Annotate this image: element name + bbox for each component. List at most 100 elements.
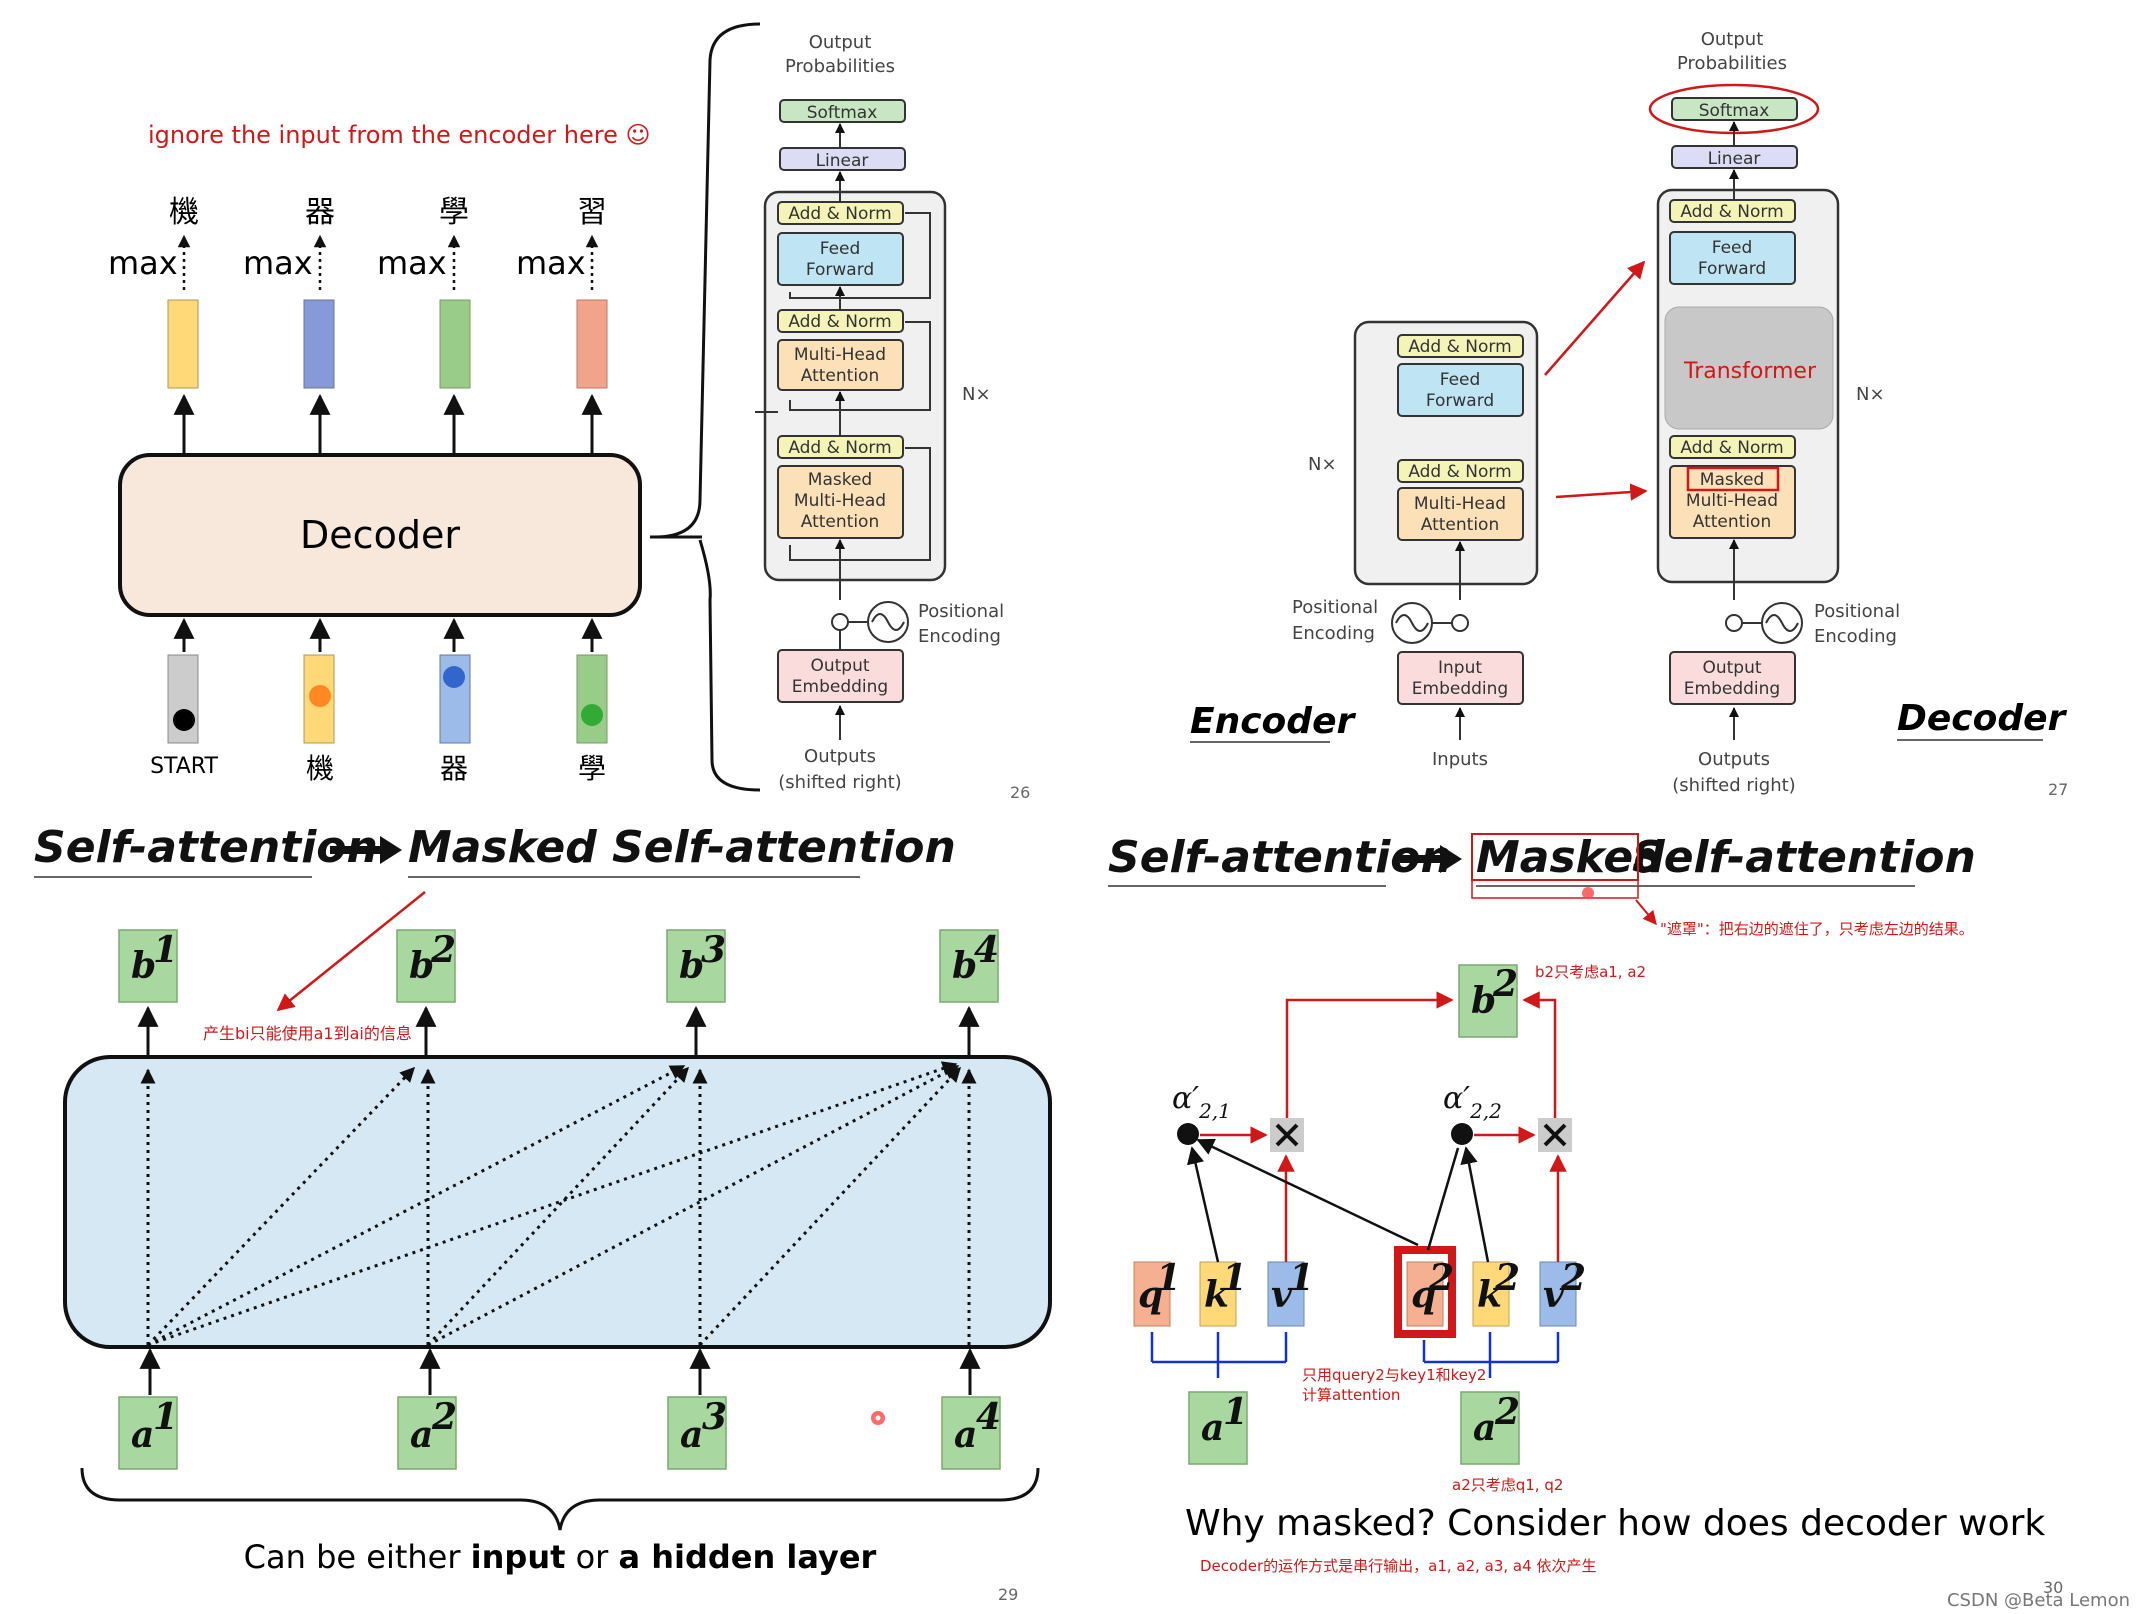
output-token-1: 機	[169, 195, 199, 230]
decoder-overview-slide: ignore the input from the encoder here ☺…	[108, 22, 1030, 802]
svg-text:Probabilities: Probabilities	[785, 56, 895, 77]
caption: Can be either input or a hidden layer	[244, 1538, 877, 1576]
svg-text:Attention: Attention	[1421, 515, 1499, 535]
svg-text:Embedding: Embedding	[1684, 679, 1780, 699]
masked-attention-detail-slide: Self-attention Masked Self-attention "遮罩…	[1108, 832, 2130, 1611]
watermark: CSDN @Beta Lemon	[1947, 1590, 2130, 1611]
svg-text:Encoding: Encoding	[918, 626, 1001, 647]
page-number-26: 26	[1010, 783, 1030, 802]
ignore-encoder-note: ignore the input from the encoder here ☺	[148, 121, 651, 149]
b2-note: b2只考虑a1, a2	[1535, 963, 1646, 981]
svg-text:2: 2	[1494, 1257, 1520, 1299]
output-vector-4	[576, 299, 608, 389]
brace-left	[654, 22, 761, 792]
svg-text:N×: N×	[962, 384, 991, 405]
svg-text:Linear: Linear	[1708, 149, 1761, 169]
svg-text:k: k	[1477, 1274, 1502, 1316]
svg-text:1: 1	[1223, 1391, 1248, 1433]
output-vector-2	[303, 299, 335, 389]
svg-text:b: b	[131, 945, 156, 987]
input-brace	[80, 1467, 1040, 1531]
svg-text:Feed: Feed	[820, 239, 861, 259]
svg-text:N×: N×	[1308, 454, 1337, 475]
b-outputs: b1 b2 b3 b4	[118, 929, 999, 1003]
a2-note: a2只考虑q1, q2	[1452, 1476, 1563, 1494]
svg-text:Masked: Masked	[808, 470, 872, 490]
svg-text:Output: Output	[1702, 658, 1761, 678]
start-dot	[173, 709, 195, 731]
svg-text:Attention: Attention	[801, 512, 879, 532]
svg-text:Output: Output	[809, 32, 872, 53]
softmax-label: Softmax	[807, 103, 878, 123]
svg-text:Multi-Head: Multi-Head	[794, 491, 886, 511]
alpha-2-1: α′2,1	[1172, 1081, 1231, 1123]
svg-text:v: v	[1271, 1274, 1293, 1316]
max-label-3: max	[377, 244, 447, 282]
page-number-27: 27	[2048, 780, 2068, 799]
svg-text:Forward: Forward	[1426, 391, 1494, 411]
svg-text:b: b	[1471, 980, 1496, 1022]
svg-text:Positional: Positional	[1814, 601, 1900, 622]
svg-text:Output: Output	[1701, 29, 1764, 50]
transformer-label: Transformer	[1683, 359, 1817, 384]
svg-text:Add & Norm: Add & Norm	[1680, 438, 1783, 458]
output-token-2: 器	[305, 195, 335, 230]
output-tokens: 機 器 學 習 max max max max	[108, 195, 607, 290]
a-inputs: a1 a2 a3 a4	[118, 1396, 1001, 1470]
max-label-4: max	[516, 244, 586, 282]
decoder-note: Decoder的运作方式是串行输出，a1, a2, a3, a4 依次产生	[1200, 1557, 1596, 1575]
svg-text:a: a	[680, 1414, 703, 1456]
svg-text:4: 4	[974, 929, 999, 971]
svg-text:Forward: Forward	[806, 260, 874, 280]
svg-text:a: a	[1201, 1407, 1224, 1449]
svg-text:k: k	[1204, 1274, 1229, 1316]
svg-text:2: 2	[1428, 1257, 1454, 1299]
query-note-1: 只用query2与key1和key2	[1302, 1366, 1486, 1384]
svg-text:Attention: Attention	[1693, 512, 1771, 532]
svg-text:1: 1	[153, 929, 178, 971]
svg-text:Input: Input	[1438, 658, 1482, 678]
svg-text:q: q	[1411, 1274, 1436, 1316]
input-dot-2	[309, 685, 331, 707]
svg-text:Multi-Head: Multi-Head	[794, 345, 886, 365]
decoder-block	[118, 453, 642, 617]
mask-note: "遮罩"：把右边的遮住了，只考虑左边的结果。	[1660, 920, 1974, 938]
svg-text:1: 1	[1222, 1257, 1247, 1299]
svg-text:Add & Norm: Add & Norm	[788, 438, 891, 458]
query-note-2: 计算attention	[1302, 1386, 1400, 1404]
output-token-4: 習	[577, 195, 607, 230]
svg-text:1: 1	[153, 1396, 178, 1438]
attention-dotted-links	[140, 1061, 977, 1347]
input-token-4: 學	[578, 752, 606, 785]
svg-text:(shifted right): (shifted right)	[1672, 775, 1795, 796]
heading-rest: Self-attention	[1632, 832, 1976, 883]
input-dot-4	[581, 704, 603, 726]
svg-text:q: q	[1138, 1274, 1163, 1316]
svg-text:Positional: Positional	[918, 601, 1004, 622]
svg-text:Multi-Head: Multi-Head	[1686, 491, 1778, 511]
svg-text:Add & Norm: Add & Norm	[788, 312, 891, 332]
svg-text:a: a	[954, 1414, 977, 1456]
decoder-architecture: Output Probabilities Softmax Linear Add …	[755, 32, 1004, 793]
svg-text:Encoding: Encoding	[1292, 623, 1375, 644]
svg-text:N×: N×	[1856, 384, 1885, 405]
svg-text:1: 1	[1289, 1257, 1314, 1299]
heading-self-attention: Self-attention	[34, 822, 378, 873]
svg-text:b: b	[679, 945, 704, 987]
svg-text:a: a	[1473, 1407, 1496, 1449]
svg-text:(shifted right): (shifted right)	[778, 772, 901, 793]
decoder-title: Decoder	[1897, 698, 2068, 739]
output-vector-1	[167, 299, 199, 389]
svg-text:b: b	[409, 945, 434, 987]
decoder-label: Decoder	[300, 513, 460, 557]
input-token-3: 器	[440, 752, 468, 785]
svg-text:Masked: Masked	[1700, 470, 1764, 490]
svg-text:3: 3	[701, 929, 726, 971]
heading-self-attention-2: Self-attention	[1108, 832, 1452, 883]
page-number-30: 30	[2043, 1578, 2063, 1597]
svg-text:a: a	[131, 1414, 154, 1456]
masked-highlight-box	[1686, 466, 1780, 492]
bi-annotation: 产生bi只能使用a1到ai的信息	[203, 1024, 412, 1043]
page-number-29: 29	[998, 1585, 1018, 1604]
svg-text:1: 1	[1156, 1257, 1181, 1299]
